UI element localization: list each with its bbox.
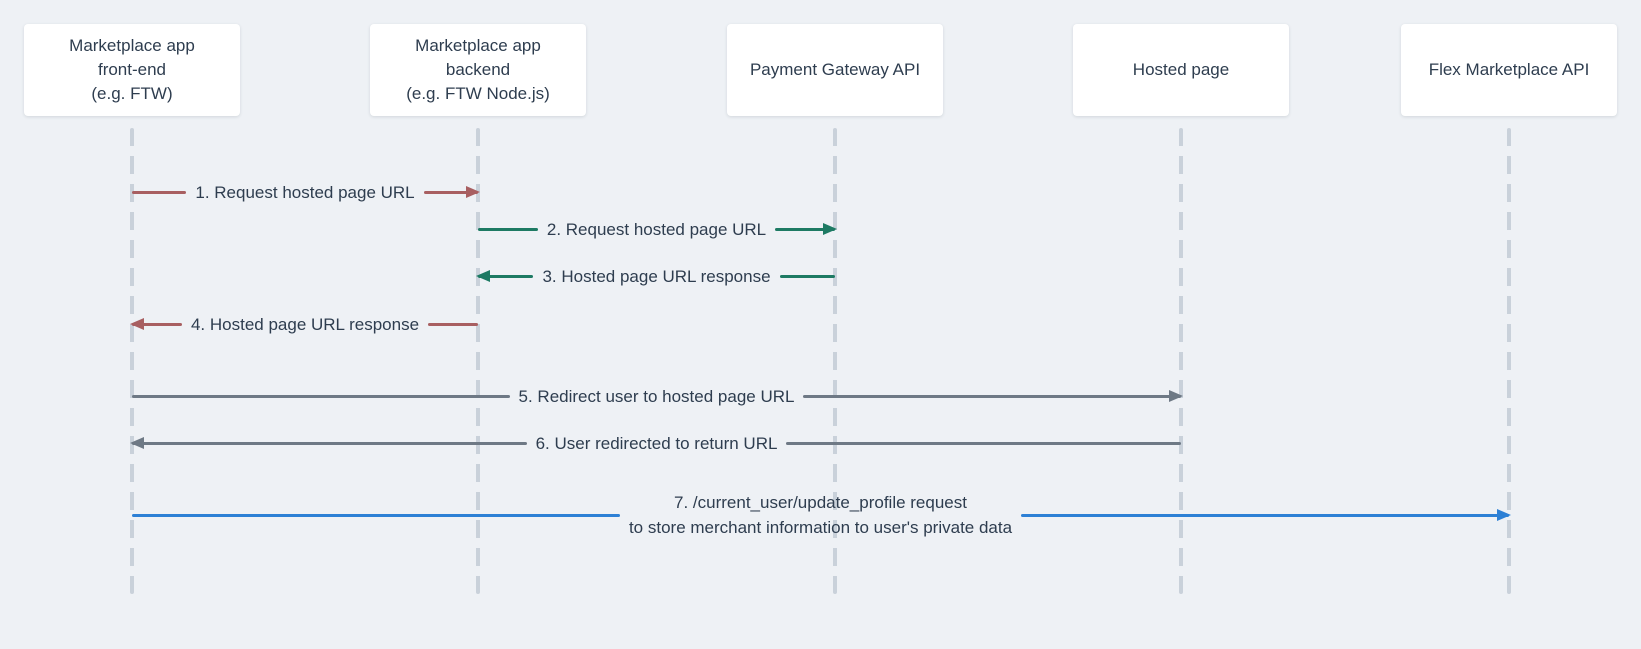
participant-frontend-label: Marketplace app front-end (e.g. FTW) [69,36,195,103]
message-3-label: 3. Hosted page URL response [542,266,771,286]
message-5-line [803,394,1181,398]
message-4-hosted-page-url-response: 4. Hosted page URL response [130,311,479,337]
participant-backend: Marketplace app backend (e.g. FTW Node.j… [370,24,586,116]
message-1-label: 1. Request hosted page URL [195,182,415,202]
message-1-request-hosted-page-url: 1. Request hosted page URL [132,179,480,205]
message-7-label: 7. /current_user/update_profile request … [628,493,1013,537]
participant-backend-label: Marketplace app backend (e.g. FTW Node.j… [406,36,550,103]
lifeline-frontend [130,128,134,594]
arrowhead-left-icon [130,318,144,330]
message-2-request-hosted-page-url: 2. Request hosted page URL [478,216,837,242]
lifeline-hosted-page [1179,128,1183,594]
arrowhead-right-icon [823,223,837,235]
participant-hosted-page: Hosted page [1073,24,1289,116]
message-3-hosted-page-url-response: 3. Hosted page URL response [476,263,836,289]
message-3-line [779,274,836,278]
message-3-line [478,274,534,278]
participant-payment-gateway-label: Payment Gateway API [749,60,921,79]
arrowhead-right-icon [1497,509,1511,521]
lifeline-backend [476,128,480,594]
message-7-update-profile-request: 7. /current_user/update_profile request … [132,488,1511,542]
message-2-line [775,227,836,231]
message-5-label: 5. Redirect user to hosted page URL [518,386,795,406]
message-7-line [132,513,620,517]
message-2-line [478,227,538,231]
participant-payment-gateway: Payment Gateway API [727,24,943,116]
arrowhead-right-icon [1169,390,1183,402]
message-4-label: 4. Hosted page URL response [190,314,420,334]
message-5-line [132,394,510,398]
participant-flex-api-label: Flex Marketplace API [1428,60,1590,79]
participant-hosted-page-label: Hosted page [1132,60,1230,79]
message-4-line [132,322,182,326]
message-7-line [1021,513,1510,517]
arrowhead-right-icon [466,186,480,198]
lifeline-payment-gateway [833,128,837,594]
message-1-line [423,190,479,194]
message-6-user-redirected: 6. User redirected to return URL [130,430,1182,456]
lifeline-flex-api [1507,128,1511,594]
arrowhead-left-icon [476,270,490,282]
message-6-line [786,441,1182,445]
participant-frontend: Marketplace app front-end (e.g. FTW) [24,24,240,116]
participant-flex-api: Flex Marketplace API [1401,24,1617,116]
message-5-redirect-user: 5. Redirect user to hosted page URL [132,383,1183,409]
message-6-line [132,441,527,445]
message-1-line [132,190,187,194]
message-6-label: 6. User redirected to return URL [535,433,778,453]
message-4-line [428,322,479,326]
message-2-label: 2. Request hosted page URL [546,219,767,239]
arrowhead-left-icon [130,437,144,449]
